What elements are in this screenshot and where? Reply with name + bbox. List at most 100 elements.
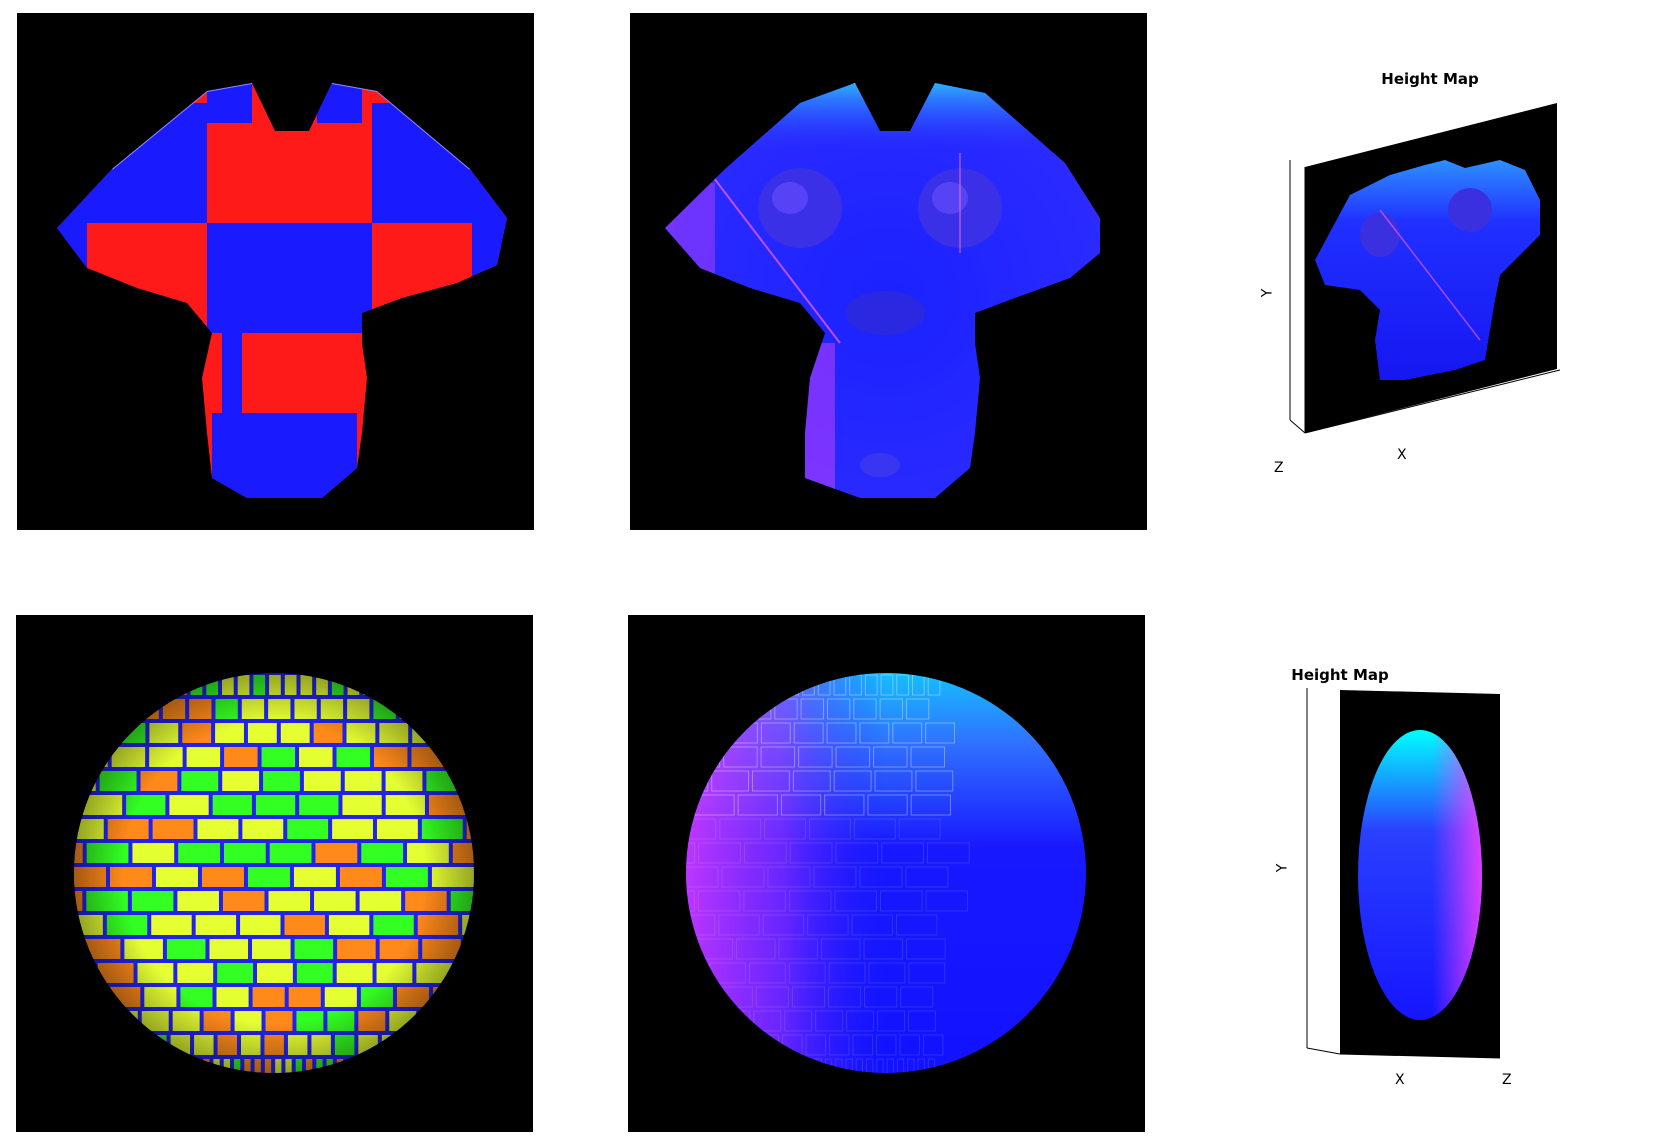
brick-outline xyxy=(875,1034,897,1056)
brick-outline xyxy=(880,674,894,696)
brick-outline xyxy=(910,746,946,768)
brick-outline xyxy=(788,962,826,984)
brick-outline xyxy=(922,1034,944,1056)
brick-outline xyxy=(743,842,787,864)
monkey-height-map-x-label: X xyxy=(1397,447,1407,463)
brick-outline xyxy=(881,842,925,864)
brick-outline xyxy=(898,818,941,840)
brick-outline xyxy=(788,890,832,912)
brick-outline xyxy=(864,986,898,1008)
brick-outline xyxy=(755,986,789,1008)
brick-outline xyxy=(905,866,949,888)
brick-outline xyxy=(852,1034,873,1056)
monkey-height-map-plot xyxy=(1289,103,1561,434)
brick-outline xyxy=(780,794,822,816)
brick-outline xyxy=(833,770,872,792)
brick-outline xyxy=(824,794,865,816)
brick-outline xyxy=(762,914,805,936)
brick-outline xyxy=(917,1058,925,1073)
brick-outline xyxy=(892,722,923,744)
brick-outline xyxy=(686,866,719,888)
monkey-normal-render xyxy=(630,13,1147,530)
brick-outline xyxy=(851,914,894,936)
brick-outline xyxy=(899,1034,920,1056)
sphere-height-map-title: Height Map xyxy=(1291,666,1389,684)
brick-outline xyxy=(874,770,913,792)
brick-outline xyxy=(896,674,909,696)
brick-outline xyxy=(853,818,896,840)
brick-outline xyxy=(877,1010,905,1032)
brick-outline xyxy=(767,866,811,888)
brick-outline xyxy=(698,842,741,864)
brick-outline xyxy=(752,770,790,792)
sphere-height-map: Height Map Y X Z xyxy=(1270,660,1540,1110)
sphere-texture-panel xyxy=(16,615,533,1132)
sphere-normal-panel xyxy=(628,615,1145,1132)
brick-outline xyxy=(800,698,824,720)
brick-outline xyxy=(853,698,877,720)
sphere-normal-render xyxy=(628,615,1145,1132)
sphere-height-map-plot xyxy=(1306,688,1501,1059)
brick-outline xyxy=(927,842,970,864)
brick-outline xyxy=(910,794,951,816)
brick-outline xyxy=(721,866,765,888)
sphere-height-map-z-label: Z xyxy=(1502,1072,1512,1088)
brick-outline xyxy=(723,746,758,768)
brick-outline xyxy=(835,842,879,864)
brick-outline xyxy=(863,938,904,960)
brick-outline xyxy=(880,890,923,912)
brick-outline xyxy=(859,722,890,744)
brick-outline xyxy=(879,698,903,720)
brick-outline xyxy=(835,746,871,768)
brick-outline xyxy=(686,818,717,840)
brick-outline xyxy=(906,938,946,960)
brick-outline xyxy=(828,986,862,1008)
brick-outline xyxy=(925,890,969,912)
brick-outline xyxy=(686,890,695,912)
brick-outline xyxy=(834,890,878,912)
brick-outline xyxy=(826,698,851,720)
brick-outline xyxy=(743,890,786,912)
monkey-checker-render xyxy=(17,13,534,530)
brick-outline xyxy=(719,818,762,840)
monkey-height-map-title: Height Map xyxy=(1381,70,1479,88)
brick-outline xyxy=(789,842,833,864)
brick-outline xyxy=(686,842,696,864)
brick-outline xyxy=(846,1010,875,1032)
monkey-normal-panel xyxy=(630,13,1147,530)
brick-outline xyxy=(805,1034,827,1056)
monkey-height-map: Height Map Y X Z xyxy=(1240,60,1570,480)
brick-outline xyxy=(826,722,857,744)
brick-outline xyxy=(753,1010,782,1032)
sphere-brick-render xyxy=(16,615,533,1132)
brick-outline xyxy=(864,674,878,696)
brick-outline xyxy=(737,794,778,816)
brick-outline xyxy=(697,890,741,912)
brick-outline xyxy=(867,794,908,816)
monkey-height-map-z-label: Z xyxy=(1274,460,1284,476)
brick-outline xyxy=(778,938,818,960)
brick-outline xyxy=(876,1058,884,1073)
sphere-height-map-y-label: Y xyxy=(1274,863,1291,873)
brick-outline xyxy=(718,914,760,936)
brick-outline xyxy=(815,1010,844,1032)
brick-outline xyxy=(784,1010,813,1032)
brick-outline xyxy=(820,938,861,960)
brick-outline xyxy=(896,1058,905,1073)
monkey-texture-panel xyxy=(17,13,534,530)
brick-outline xyxy=(855,1058,864,1073)
brick-outline xyxy=(798,746,833,768)
brick-outline xyxy=(792,770,831,792)
sphere-height-map-x-label: X xyxy=(1395,1072,1405,1088)
brick-outline xyxy=(735,938,776,960)
brick-outline xyxy=(907,1058,915,1073)
brick-outline xyxy=(868,962,906,984)
brick-outline xyxy=(896,914,938,936)
brick-outline xyxy=(749,962,786,984)
brick-outline xyxy=(866,1058,874,1073)
brick-outline xyxy=(886,1058,894,1073)
brick-outline xyxy=(915,770,954,792)
brick-outline xyxy=(829,1034,850,1056)
brick-outline xyxy=(711,770,750,792)
brick-outline xyxy=(808,818,851,840)
